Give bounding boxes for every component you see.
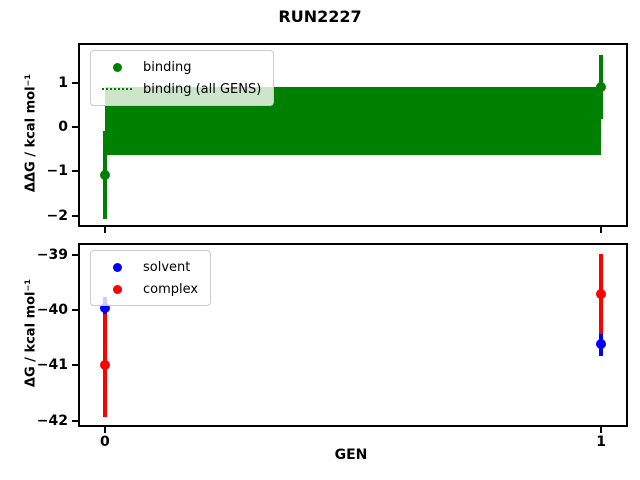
y-tick-label: −42	[36, 412, 68, 429]
legend-marker-box	[99, 88, 135, 90]
legend-item: binding	[99, 56, 261, 78]
legend: solvent complex	[90, 250, 212, 306]
x-tick	[600, 227, 603, 233]
axes-top: 1 0 −1 −2 binding binding (all GENS)	[47, 43, 628, 233]
legend-item: binding (all GENS)	[99, 78, 261, 100]
legend-marker-box	[99, 62, 135, 72]
legend-item: solvent	[99, 256, 198, 278]
y-tick-label: 0	[58, 119, 68, 136]
legend-item-label: binding	[143, 59, 192, 75]
complex-marker-gen0	[99, 360, 110, 371]
solvent-dot-icon	[112, 262, 122, 272]
legend-marker-box	[99, 284, 135, 294]
y-tick	[72, 126, 78, 129]
solvent-marker-gen0	[99, 303, 110, 314]
y-tick	[72, 419, 78, 422]
y-tick	[72, 214, 78, 217]
y-tick	[72, 170, 78, 173]
legend-item-label: complex	[143, 281, 199, 297]
legend: binding binding (all GENS)	[90, 50, 275, 106]
axes-bottom: −39 −40 −41 −42 0 1 solvent complex	[37, 243, 628, 450]
y-tick-label: −40	[36, 302, 68, 319]
binding-dot-icon	[112, 62, 122, 72]
legend-marker-box	[99, 262, 135, 272]
complex-dot-icon	[112, 284, 122, 294]
figure-title: RUN2227	[278, 7, 362, 26]
legend-item-label: binding (all GENS)	[143, 81, 262, 97]
x-tick	[600, 427, 603, 433]
y-tick	[72, 309, 78, 312]
binding-marker-gen0	[99, 169, 110, 180]
y-tick-label: −2	[46, 207, 68, 224]
x-tick-label: 1	[596, 434, 607, 450]
y-tick-label: 1	[58, 74, 68, 91]
x-tick	[103, 227, 106, 233]
binding-marker-gen1	[596, 82, 607, 93]
x-tick	[103, 427, 106, 433]
x-tick-label: 0	[99, 434, 110, 450]
y-tick	[72, 81, 78, 84]
y-tick	[72, 253, 78, 256]
y-tick-label: −39	[36, 246, 68, 263]
x-axis-label: GEN	[334, 447, 368, 463]
y-tick-label: −41	[36, 357, 68, 374]
y-tick-label: −1	[46, 163, 68, 180]
solvent-marker-gen1	[596, 338, 607, 349]
binding-all-gens--dotted-line-icon	[102, 88, 132, 90]
y-tick	[72, 364, 78, 367]
legend-item-label: solvent	[143, 259, 191, 275]
legend-item: complex	[99, 278, 198, 300]
complex-marker-gen1	[596, 289, 607, 300]
